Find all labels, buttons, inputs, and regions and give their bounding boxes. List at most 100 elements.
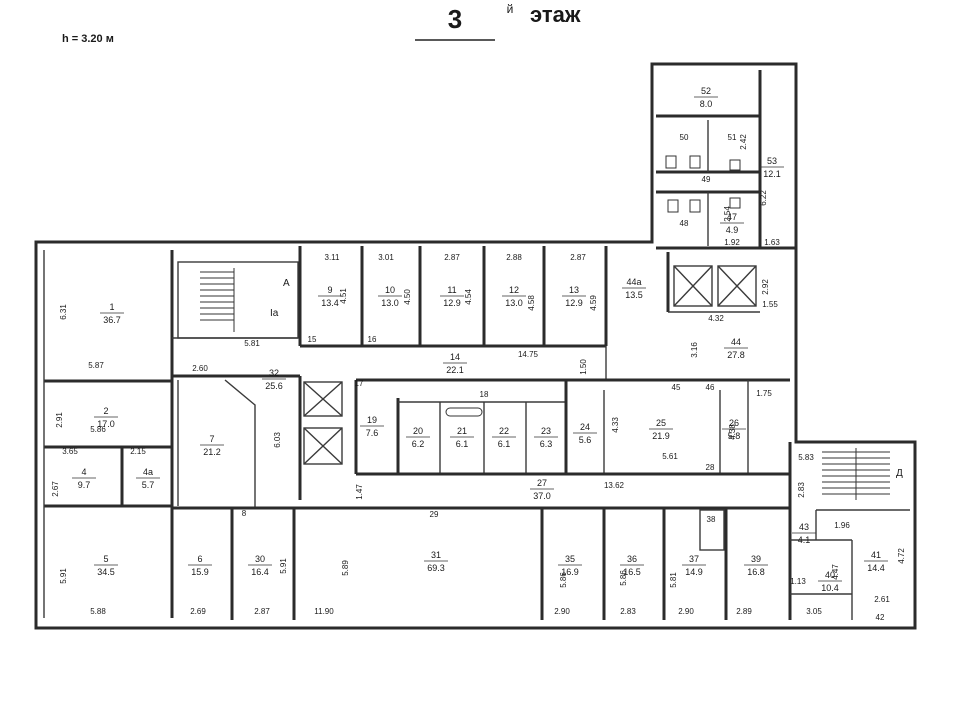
dimension-label: 1.55 xyxy=(762,300,778,309)
dimension-label: 3.11 xyxy=(325,253,341,262)
room-area: 69.3 xyxy=(427,563,445,573)
room-number: 12 xyxy=(509,285,519,295)
dimension-label: 1.92 xyxy=(724,238,740,247)
room-label: 434.1 xyxy=(792,522,816,545)
dimension-label: 2.83 xyxy=(797,482,806,498)
room-number: 32 xyxy=(269,368,279,378)
room-label: 32 25.6 xyxy=(262,368,286,391)
dimension-label: 1.63 xyxy=(764,238,780,247)
dimension-label: 2.87 xyxy=(444,253,460,262)
room-area: 6.2 xyxy=(412,439,425,449)
dimension-label: 1.50 xyxy=(579,359,588,375)
room-area: 6.3 xyxy=(540,439,553,449)
room-label: 11 12.9 xyxy=(440,285,464,308)
room-label: 534.5 xyxy=(94,554,118,577)
dimension-label: 1.75 xyxy=(756,389,772,398)
room-number: 26 xyxy=(729,418,739,428)
room-labels: 136.7217.049.74a5.7534.5615.9721.2913.41… xyxy=(72,86,888,593)
staircase-a: А Ia xyxy=(200,268,290,332)
room-area: 22.1 xyxy=(446,365,464,375)
dimension-label: 11.90 xyxy=(314,607,334,616)
room-number: 23 xyxy=(541,426,551,436)
room-area: 7.6 xyxy=(366,428,379,438)
dimension-label: 4.54 xyxy=(464,289,473,305)
room-area: 12.9 xyxy=(443,298,461,308)
room-area: 16.9 xyxy=(561,567,579,577)
dimension-label: 2.89 xyxy=(736,607,752,616)
room-number: 18 xyxy=(480,390,489,399)
dimension-label: 4.51 xyxy=(339,288,348,304)
room-number: 42 xyxy=(876,613,885,622)
room-number: 51 xyxy=(728,133,737,142)
room-number: 11 xyxy=(447,285,456,295)
room-label: 216.1 xyxy=(450,426,474,449)
room-label: 4a5.7 xyxy=(136,467,160,490)
room-number: 43 xyxy=(799,522,809,532)
room-label: 226.1 xyxy=(492,426,516,449)
dimension-label: 1.13 xyxy=(790,577,806,586)
room-area: 12.1 xyxy=(763,169,781,179)
room-area: 8.0 xyxy=(700,99,713,109)
room-number: 29 xyxy=(430,510,439,519)
dimension-label: 2.60 xyxy=(192,364,208,373)
room-number: 41 xyxy=(871,550,881,560)
dimension-label: 5.88 xyxy=(90,607,106,616)
room-number: 25 xyxy=(656,418,666,428)
room-number: 19 xyxy=(367,415,377,425)
dimension-label: 5.83 xyxy=(798,453,814,462)
dimension-label: 2.83 xyxy=(620,607,636,616)
room-number: 17 xyxy=(355,379,364,388)
dimension-label: 2.90 xyxy=(678,607,694,616)
room-area: 25.6 xyxy=(265,381,283,391)
room-area: 34.5 xyxy=(97,567,115,577)
room-area: 5.7 xyxy=(142,480,155,490)
room-number: 52 xyxy=(701,86,711,96)
room-number: 1 xyxy=(109,302,114,312)
room-number: 27 xyxy=(537,478,547,488)
room-number: 30 xyxy=(255,554,265,564)
room-number: 24 xyxy=(580,422,590,432)
room-number: 31 xyxy=(431,550,441,560)
dimension-label: 5.91 xyxy=(59,568,68,584)
room-area: 5.6 xyxy=(579,435,592,445)
room-area: 4.9 xyxy=(726,225,739,235)
room-area: 21.9 xyxy=(652,431,670,441)
dimension-label: 6.03 xyxy=(273,432,282,448)
stair-d-label: Д xyxy=(896,468,903,479)
dimension-label: 2.87 xyxy=(570,253,586,262)
room-number: 21 xyxy=(457,426,467,436)
room-label: 31 69.3 xyxy=(424,550,448,573)
room-number: 6 xyxy=(197,554,202,564)
dimension-label: 3.01 xyxy=(378,253,394,262)
room-label: 35 16.9 xyxy=(558,554,582,577)
dimension-label: 6.22 xyxy=(759,190,768,206)
room-number: 13 xyxy=(569,285,579,295)
dimension-label: 4.58 xyxy=(527,295,536,311)
dimension-label: 4.32 xyxy=(708,314,724,323)
room-number: 10 xyxy=(385,285,395,295)
dimension-label: 2.87 xyxy=(254,607,270,616)
room-label: 721.2 xyxy=(200,434,224,457)
floor-suffix: й xyxy=(507,2,514,16)
dimension-label: 3.05 xyxy=(806,607,822,616)
room-label: 25 21.9 xyxy=(649,418,673,441)
room-area: 36.7 xyxy=(103,315,121,325)
ceiling-height-note: h = 3.20 м xyxy=(62,33,114,45)
dimension-label: 5.89 xyxy=(341,560,350,576)
room-number: 44 xyxy=(731,337,741,347)
room-area: 6.1 xyxy=(498,439,511,449)
room-number: 28 xyxy=(706,463,715,472)
dimension-label: 2.91 xyxy=(55,412,64,428)
room-number: 4a xyxy=(143,467,153,477)
plan-header: 3 й этаж h = 3.20 м xyxy=(62,2,581,45)
toilet-fixtures-icon xyxy=(445,155,741,417)
dimension-label: 2.88 xyxy=(506,253,522,262)
room-number: 35 xyxy=(565,554,575,564)
